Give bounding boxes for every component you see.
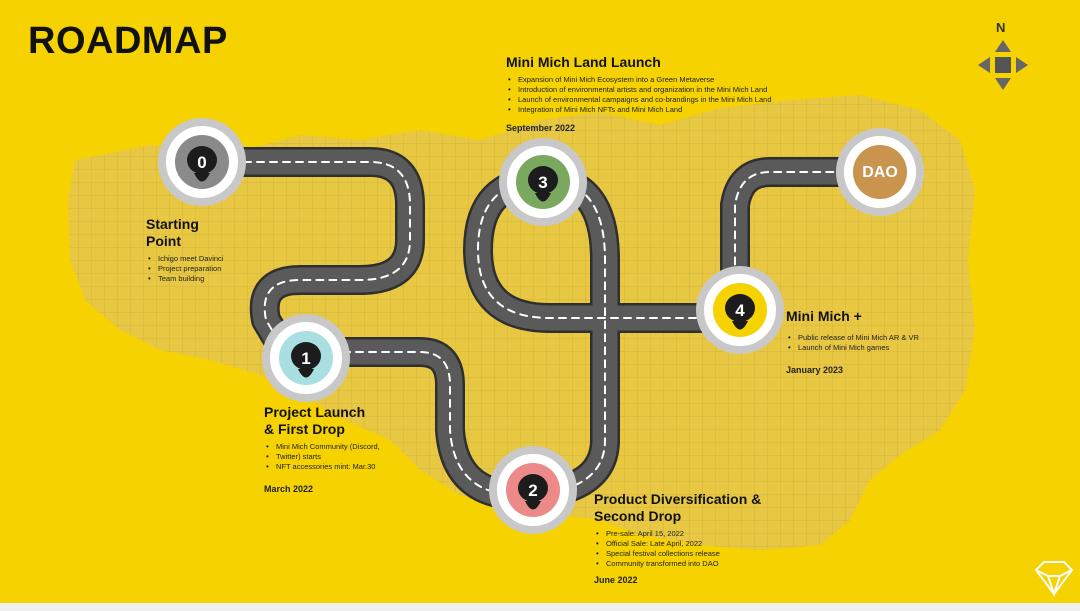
milestone-4-text: Mini Mich + Public release of Mini Mich … (786, 308, 966, 375)
milestone-2-date: June 2022 (594, 575, 794, 585)
compass-north-label: N (996, 20, 1005, 35)
bullet-item: Community transformed into DAO (594, 559, 794, 569)
milestone-3-title: Mini Mich Land Launch (506, 54, 826, 71)
milestone-2-title-line-1: Product Diversification & (594, 491, 761, 507)
milestone-pin-1: 1 (266, 318, 346, 398)
bullet-item: Launch of environmental campaigns and co… (506, 95, 826, 105)
pin-badge-label: 0 (197, 153, 206, 172)
milestone-3-text: Mini Mich Land Launch Expansion of Mini … (506, 54, 826, 133)
milestone-1-text: Project Launch & First Drop Mini Mich Co… (264, 404, 424, 494)
milestone-2-text: Product Diversification & Second Drop Pr… (594, 491, 794, 585)
bullet-item: NFT accessories mint: Mar.30 (264, 462, 424, 472)
compass-icon (978, 40, 1028, 90)
milestone-1-title-line-2: & First Drop (264, 421, 345, 437)
milestone-0-text: Starting Point Ichigo meet Davinci Proje… (146, 216, 266, 284)
milestone-pin-4: 4 (700, 270, 780, 350)
milestone-2-bullets: Pre-sale: April 15, 2022 Official Sale: … (594, 529, 794, 569)
brand-logo-icon (1036, 562, 1072, 594)
bullet-item: Mini Mich Community (Discord, (264, 442, 424, 452)
pin-badge-label: 1 (301, 349, 310, 368)
milestone-1-title-line-1: Project Launch (264, 404, 365, 420)
bullet-item: Public release of Mini Mich AR & VR (786, 333, 966, 343)
milestone-pin-2: 2 (493, 450, 573, 530)
pin-badge-label: DAO (862, 164, 898, 181)
milestone-0-title: Starting Point (146, 216, 266, 250)
milestone-2-title-line-2: Second Drop (594, 508, 681, 524)
bullet-item: Pre-sale: April 15, 2022 (594, 529, 794, 539)
milestone-0-title-line-1: Starting (146, 216, 199, 232)
bullet-item: Team building (146, 274, 266, 284)
milestone-pin-5: DAO (840, 132, 920, 212)
milestone-4-bullets: Public release of Mini Mich AR & VR Laun… (786, 333, 966, 353)
bullet-item: Ichigo meet Davinci (146, 254, 266, 264)
bullet-item: Expansion of Mini Mich Ecosystem into a … (506, 75, 826, 85)
bullet-item: Twitter) starts (264, 452, 424, 462)
bullet-item: Introduction of environmental artists an… (506, 85, 826, 95)
pin-badge-label: 4 (735, 301, 745, 320)
milestone-4-title: Mini Mich + (786, 308, 966, 325)
milestone-3-bullets: Expansion of Mini Mich Ecosystem into a … (506, 75, 826, 115)
bullet-item: Launch of Mini Mich games (786, 343, 966, 353)
slide-bottom-edge (0, 603, 1080, 611)
pin-badge-label: 2 (528, 481, 537, 500)
bullet-item: Project preparation (146, 264, 266, 274)
milestone-0-title-line-2: Point (146, 233, 181, 249)
milestone-4-date: January 2023 (786, 365, 966, 375)
milestone-pin-3: 3 (503, 142, 583, 222)
bullet-item: Official Sale: Late April, 2022 (594, 539, 794, 549)
milestone-1-title: Project Launch & First Drop (264, 404, 424, 438)
pin-badge-label: 3 (538, 173, 547, 192)
bullet-item: Special festival collections release (594, 549, 794, 559)
page-title: ROADMAP (28, 20, 228, 63)
bullet-item: Integration of Mini Mich NFTs and Mini M… (506, 105, 826, 115)
milestone-1-bullets: Mini Mich Community (Discord, Twitter) s… (264, 442, 424, 472)
milestone-3-date: September 2022 (506, 123, 826, 133)
milestone-0-bullets: Ichigo meet Davinci Project preparation … (146, 254, 266, 284)
milestone-1-date: March 2022 (264, 484, 424, 494)
milestone-pin-0: 0 (162, 122, 242, 202)
milestone-2-title: Product Diversification & Second Drop (594, 491, 794, 525)
